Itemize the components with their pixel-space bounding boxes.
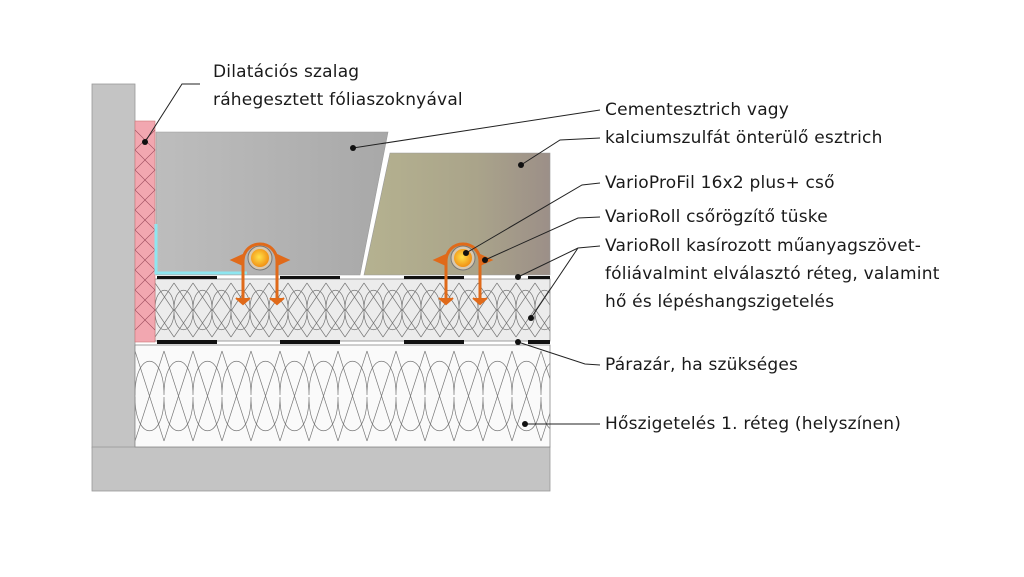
cement-screed: [155, 131, 389, 276]
foil-skirt: [154, 224, 247, 275]
label-dilatation-strip: Dilatációs szalag: [213, 62, 360, 82]
label-screed-2: kalciumszulfát önterülő esztrich: [605, 128, 883, 148]
wall: [91, 83, 136, 449]
base-slab: [91, 446, 551, 492]
leader-dots: [142, 139, 534, 427]
insulation-layer-1: [134, 344, 551, 448]
foil-strips: [157, 276, 550, 344]
label-dilatation-strip-2: ráhegesztett fóliaszoknyával: [213, 90, 463, 110]
label-screed: Cementesztrich vagy: [605, 100, 790, 120]
label-roll-3: hő és lépéshangszigetelés: [605, 292, 835, 312]
label-clip: VarioRoll csőrögzítő tüske: [605, 207, 828, 227]
anhydrite-screed: [363, 152, 551, 276]
pipe-with-clip-1: [229, 242, 291, 306]
label-pipe: VarioProFil 16x2 plus+ cső: [605, 173, 835, 193]
label-vapor-barrier: Párazár, ha szükséges: [605, 355, 799, 375]
leader-lines: [144, 83, 601, 425]
label-roll-2: fóliávalmint elválasztó réteg, valamint: [605, 264, 940, 284]
edge-strip: [134, 120, 156, 343]
roll-insulation: [154, 278, 551, 342]
label-insulation: Hőszigetelés 1. réteg (helyszínen): [605, 414, 902, 434]
label-roll: VarioRoll kasírozott műanyagszövet-: [605, 236, 922, 256]
